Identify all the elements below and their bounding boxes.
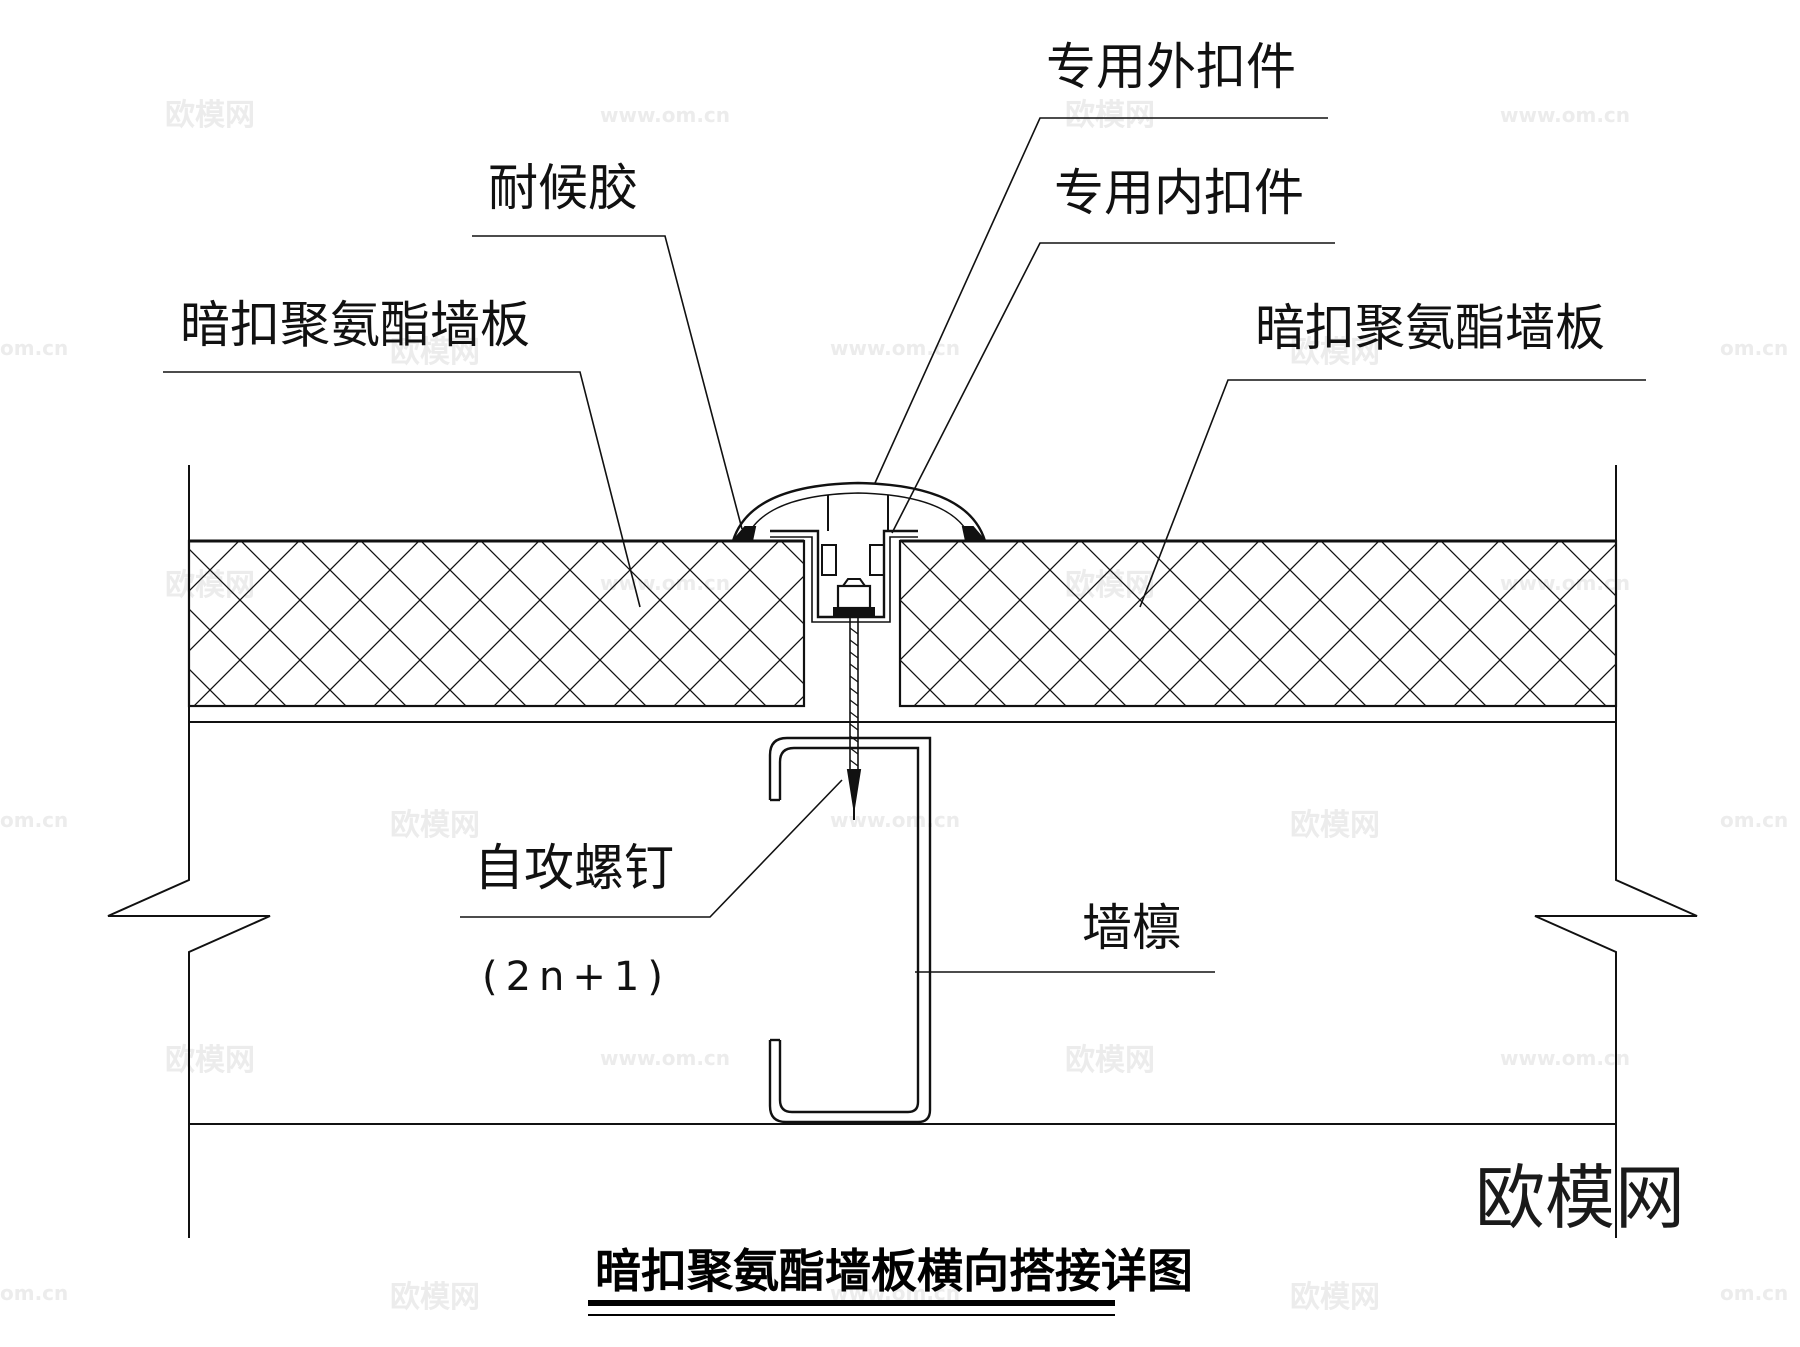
outer-fastener-cap <box>731 481 987 542</box>
left-panel <box>187 539 806 708</box>
tile-watermark: 欧模网 <box>1290 808 1380 843</box>
tile-watermark-url: om.cn <box>0 336 68 360</box>
joint-assembly <box>730 481 988 820</box>
tile-watermark: 欧模网 <box>390 335 480 370</box>
tile-watermark-url: om.cn <box>1720 336 1788 360</box>
purlin-c-channel <box>768 736 932 1124</box>
label-panel-left: 暗扣聚氨酯墙板 <box>180 296 530 354</box>
sealant-bead-right <box>961 526 988 542</box>
tile-watermark-url: www.om.cn <box>600 103 730 127</box>
label-inner-fastener: 专用内扣件 <box>1054 164 1304 222</box>
tile-watermark-url: om.cn <box>1720 1281 1788 1305</box>
left-break-line <box>107 465 271 1238</box>
tile-watermark-url: om.cn <box>0 1281 68 1305</box>
title-underline-thick <box>588 1300 1115 1306</box>
sealant-bead-left <box>730 526 757 542</box>
tile-watermark-url: om.cn <box>1720 808 1788 832</box>
tile-watermark-url: www.om.cn <box>600 1046 730 1070</box>
label-screw-count: (2n+1) <box>482 954 671 1000</box>
label-panel-right: 暗扣聚氨酯墙板 <box>1255 299 1605 357</box>
tile-watermark-url: www.om.cn <box>830 808 960 832</box>
leader-panel-left <box>163 371 641 608</box>
tile-watermark: 欧模网 <box>1290 1280 1380 1315</box>
leader-inner-fastener <box>891 242 1335 534</box>
leader-outer-fastener <box>874 117 1328 484</box>
leader-lines <box>163 117 1646 973</box>
label-sealant: 耐候胶 <box>488 159 638 217</box>
tile-watermark: 欧模网 <box>1065 1043 1155 1078</box>
tile-watermark-url: www.om.cn <box>830 336 960 360</box>
tile-watermark: 欧模网 <box>390 808 480 843</box>
label-purlin: 墙檩 <box>1082 899 1182 957</box>
drawing-title: 暗扣聚氨酯墙板横向搭接详图 <box>595 1244 1193 1298</box>
label-screw: 自攻螺钉 <box>474 839 674 897</box>
screw-tip <box>846 769 862 809</box>
tile-watermark-url: www.om.cn <box>1500 1046 1630 1070</box>
tile-watermark: 欧模网 <box>165 98 255 133</box>
tile-watermark: 欧模网 <box>390 1280 480 1315</box>
leader-sealant <box>472 235 743 530</box>
label-outer-fastener: 专用外扣件 <box>1046 38 1296 96</box>
right-panel <box>898 539 1618 708</box>
right-break-line <box>1534 465 1698 1238</box>
frame-lines <box>107 465 1698 1238</box>
labels: 专用外扣件 专用内扣件 耐候胶 暗扣聚氨酯墙板 暗扣聚氨酯墙板 自攻螺钉 (2n… <box>180 38 1605 1000</box>
leader-screw <box>460 779 843 918</box>
tile-watermark: 欧模网 <box>1065 98 1155 133</box>
leader-panel-right <box>1139 379 1646 608</box>
brand-watermark: 欧模网 <box>1475 1159 1685 1237</box>
tile-watermark: 欧模网 <box>1290 335 1380 370</box>
title-block: 暗扣聚氨酯墙板横向搭接详图 <box>588 1244 1193 1316</box>
tile-watermark: 欧模网 <box>165 1043 255 1078</box>
tile-watermark-url: om.cn <box>0 808 68 832</box>
tile-watermark-url: www.om.cn <box>1500 103 1630 127</box>
screw-head <box>836 584 872 610</box>
